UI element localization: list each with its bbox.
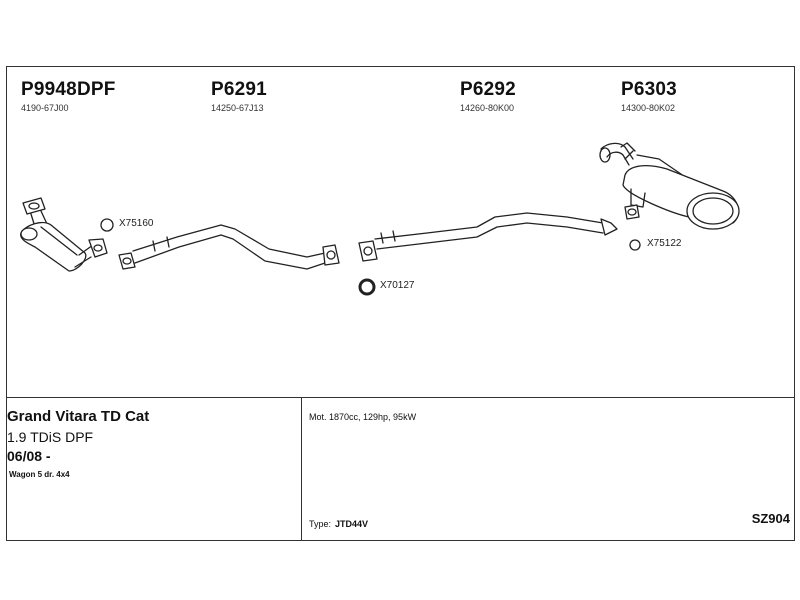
horizontal-divider <box>7 397 794 398</box>
ring-x75160-icon <box>100 218 114 232</box>
part-number-center-pipe: P6292 <box>460 79 516 100</box>
center-pipe-drawing <box>358 212 618 262</box>
rear-muffler-drawing <box>599 142 740 230</box>
type-value: JTD44V <box>335 519 369 529</box>
diagram-reference: SZ904 <box>751 511 790 526</box>
front-pipe-drawing <box>118 224 340 270</box>
part-code-front-pipe: 14250-67J13 <box>211 103 264 113</box>
ring-x70127-icon <box>358 278 376 296</box>
part-number-rear-muffler: P6303 <box>621 79 677 100</box>
vehicle-date: 06/08 - <box>7 448 51 464</box>
vehicle-engine: 1.9 TDiS DPF <box>7 429 94 445</box>
part-number-dpf: P9948DPF <box>21 79 116 100</box>
part-code-center-pipe: 14260-80K00 <box>460 103 515 113</box>
motor-spec: Mot. 1870cc, 129hp, 95kW <box>309 412 417 422</box>
dpf-catalyst-drawing <box>20 197 108 272</box>
type-label: Type: <box>309 519 332 529</box>
vehicle-body: Wagon 5 dr. 4x4 <box>9 470 70 479</box>
callout-x70127: X70127 <box>380 280 415 291</box>
diagram-sheet: P9948DPF 4190-67J00 P6291 14250-67J13 P6… <box>6 66 795 541</box>
part-code-dpf: 4190-67J00 <box>21 103 69 113</box>
type-spec: Type:JTD44V <box>309 519 368 529</box>
ring-x75122-icon <box>629 239 641 251</box>
part-number-front-pipe: P6291 <box>211 79 267 100</box>
callout-x75160: X75160 <box>119 218 154 229</box>
part-code-rear-muffler: 14300-80K02 <box>621 103 676 113</box>
exhaust-parts-drawing <box>20 142 740 296</box>
callout-x75122: X75122 <box>647 238 682 249</box>
vehicle-model: Grand Vitara TD Cat <box>7 408 150 425</box>
vertical-divider <box>301 398 302 540</box>
